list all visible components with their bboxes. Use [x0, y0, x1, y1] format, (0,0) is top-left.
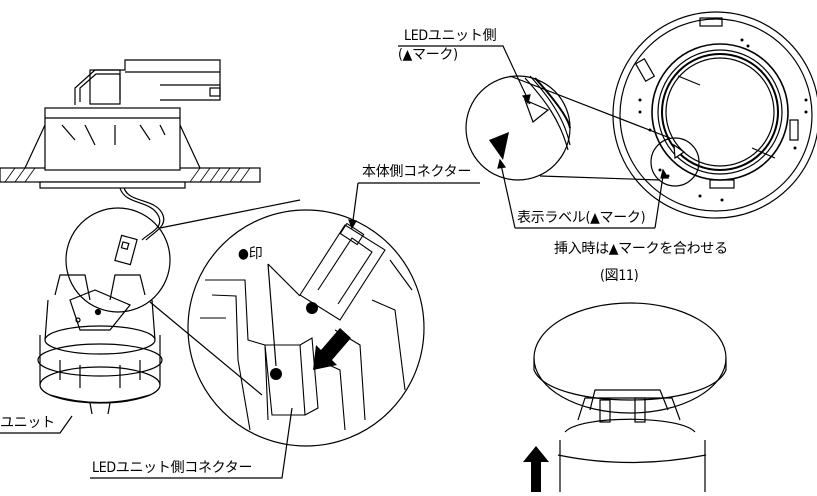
led-unit-side-mark-label: (▲マーク) — [398, 47, 458, 63]
led-unit-drawing — [37, 274, 163, 415]
connector-zoom-circle-large — [187, 209, 425, 447]
insertion-drawing — [523, 302, 727, 492]
dot-mark-label: ●印 — [238, 246, 263, 262]
display-label-caption: 表示ラベル(▲マーク) — [517, 210, 646, 226]
body-side-connector-label: 本体側コネクター — [362, 164, 472, 180]
led-unit-side-label: LEDユニット側 — [404, 28, 497, 44]
led-unit-label: ユニット — [0, 415, 55, 431]
mark-zoom-circle — [465, 75, 571, 181]
insert-instruction-text: 挿入時は▲マークを合わせる — [554, 241, 728, 257]
figure-number: (図11) — [600, 268, 639, 284]
mounting-ring-drawing — [612, 11, 817, 219]
connector-zoom-circle-small — [65, 207, 171, 313]
led-unit-side-connector-label: LEDユニット側コネクター — [92, 460, 253, 476]
small-connector — [114, 234, 138, 266]
ceiling-fixture-drawing — [0, 59, 261, 241]
